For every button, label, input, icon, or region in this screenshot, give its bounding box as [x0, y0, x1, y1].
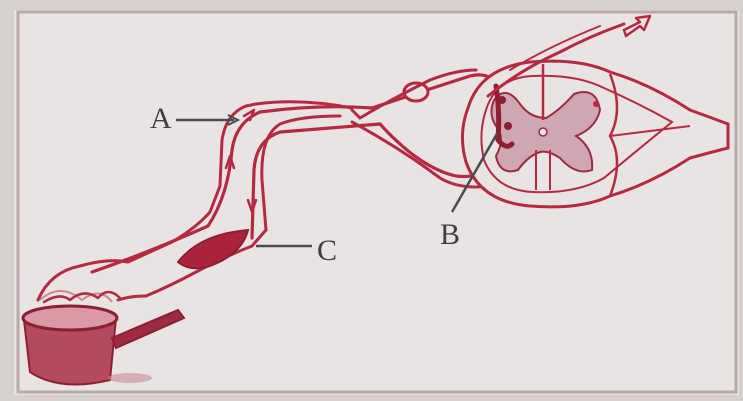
central-canal	[539, 128, 547, 136]
label-a: A	[150, 104, 172, 134]
label-c: C	[317, 236, 337, 266]
label-b: B	[440, 220, 460, 250]
